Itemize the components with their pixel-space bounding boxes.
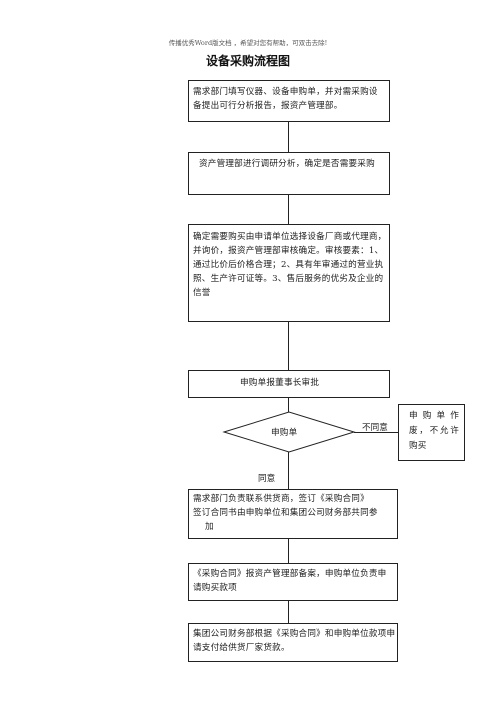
step-payment-box <box>188 623 398 662</box>
header-note: 传播优秀Word版文档 ，希望对您有帮助，可双击去除! <box>168 39 328 47</box>
step-contract-signing-line-1: 需求部门负责联系供货商，签订《采购合同》 <box>193 494 369 504</box>
step-contract-filing-line-1: 《采购合同》报资产管理部备案，申购单位负责申 <box>193 569 387 579</box>
connector-6-7 <box>288 601 289 623</box>
step-contract-filing-line-2: 请购买款项 <box>193 583 237 593</box>
connector-decision-5 <box>288 452 289 489</box>
reject-line-1: 申 购 单 作 <box>409 411 459 421</box>
step-vendor-selection-line-4: 照、生产许可证等。3、售后服务的优劣及企业的 <box>193 274 384 284</box>
step-requisition-line-1: 需求部门填写仪器、设备申购单，并对需采购设 <box>193 87 378 97</box>
reject-box <box>398 404 465 461</box>
step-requisition-line-2: 备提出可行分析报告，报资产管理部。 <box>193 101 343 111</box>
connector-5-6 <box>288 539 289 563</box>
step-contract-signing-line-3: 加 <box>205 522 214 532</box>
connector-3-4 <box>288 322 289 370</box>
diagram-title: 设备采购流程图 <box>205 54 290 68</box>
step-vendor-selection-box <box>188 224 390 322</box>
decision-yes-label: 同意 <box>258 474 276 484</box>
step-vendor-selection-line-3: 通过比价后价格合理；2、具有年审通过的营业执 <box>193 260 384 270</box>
step-payment-line-2: 请支付给供货厂家货款。 <box>193 643 290 653</box>
step-vendor-selection-line-1: 确定需要购买由申请单位选择设备厂商或代理商， <box>193 232 387 242</box>
connector-4-decision <box>288 398 289 412</box>
connector-2-3 <box>288 195 289 224</box>
step-chairman-approval-line-1: 申购单报董事长审批 <box>240 378 320 388</box>
step-contract-signing-box <box>188 489 398 539</box>
step-payment-line-1: 集团公司财务部根据《采购合同》和申购单位款项申 <box>193 629 396 639</box>
step-vendor-selection-line-5: 信誉 <box>193 288 211 298</box>
reject-line-3: 购买 <box>409 441 427 451</box>
step-research-line-1: 资产管理部进行调研分析，确定是否需要采购 <box>199 159 375 169</box>
step-vendor-selection-line-2: 并询价，报资产管理部审核确定。审核要素：1、 <box>193 246 384 256</box>
step-chairman-approval-box <box>188 370 390 398</box>
reject-line-2: 废，不允许 <box>409 426 459 436</box>
step-research-box <box>188 152 390 195</box>
connector-decision-reject <box>354 432 398 433</box>
step-contract-filing-box <box>188 563 398 601</box>
decision-label: 申购单 <box>271 428 298 438</box>
step-contract-signing-line-2: 签订合同书由申购单位和集团公司财务部共同参 <box>193 508 378 518</box>
decision-no-label: 不同意 <box>362 423 388 433</box>
connector-1-2 <box>288 122 289 152</box>
step-requisition-box <box>188 80 390 122</box>
